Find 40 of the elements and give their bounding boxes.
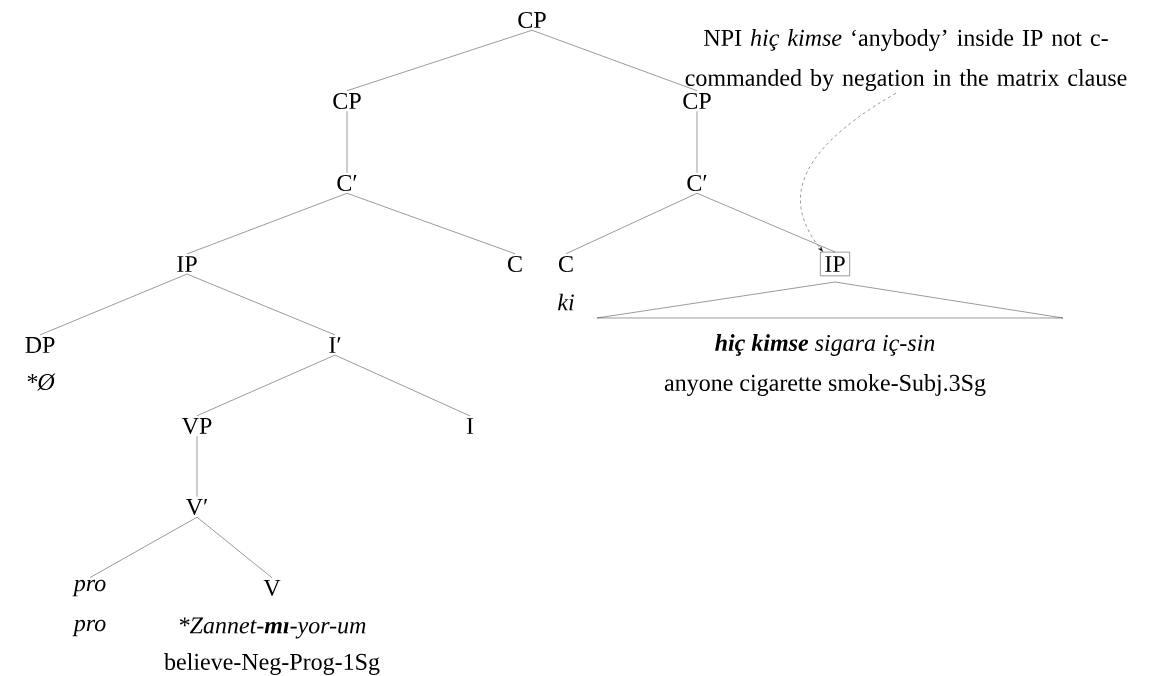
category-label: pro	[72, 579, 106, 597]
leader-arrow	[800, 92, 897, 252]
category-label: C′	[337, 174, 357, 192]
branch-line	[186, 193, 348, 255]
branch-line	[696, 193, 836, 253]
branch-line	[565, 193, 698, 254]
category-label: V′	[186, 498, 208, 516]
branch-line	[346, 111, 348, 173]
category-box: IP	[820, 251, 850, 277]
branch-line	[696, 111, 698, 173]
category-label: C′	[687, 174, 707, 192]
annotation-text: NPI hiç kimse ‘anybody’ inside IP not c-commanded by negation in the matrix clause	[685, 29, 1127, 91]
category-label: DP	[25, 337, 55, 353]
category-label: IP	[177, 256, 197, 272]
category-label: CP	[683, 92, 711, 110]
category-label: CP	[333, 92, 361, 110]
word-text: pro	[72, 619, 106, 637]
branch-line	[39, 273, 188, 336]
branch-line	[89, 517, 198, 578]
category-label: VP	[181, 417, 212, 435]
category-label: I′	[329, 337, 341, 353]
category-label: C	[559, 255, 573, 273]
word-text: hiç kimse sigara iç-sin	[715, 334, 935, 356]
branch-line	[196, 517, 273, 578]
branch-line	[196, 354, 336, 416]
branch-line	[196, 436, 198, 497]
category-label: V	[263, 579, 281, 597]
branch-line	[531, 30, 698, 91]
category-label: I	[466, 418, 474, 434]
branch-line	[186, 273, 336, 336]
category-label: C	[508, 255, 522, 273]
word-text: *Ø	[27, 373, 56, 391]
word-text: *Zannet-mı-yor-um	[179, 617, 366, 639]
branch-line	[334, 354, 471, 417]
branch-line	[346, 30, 533, 91]
category-label: CP	[518, 11, 546, 29]
word-text: anyone cigarette smoke-Subj.3Sg	[664, 374, 986, 396]
word-text: ki	[558, 293, 574, 311]
branch-line	[346, 193, 516, 254]
word-text: believe-Neg-Prog-1Sg	[164, 653, 380, 675]
